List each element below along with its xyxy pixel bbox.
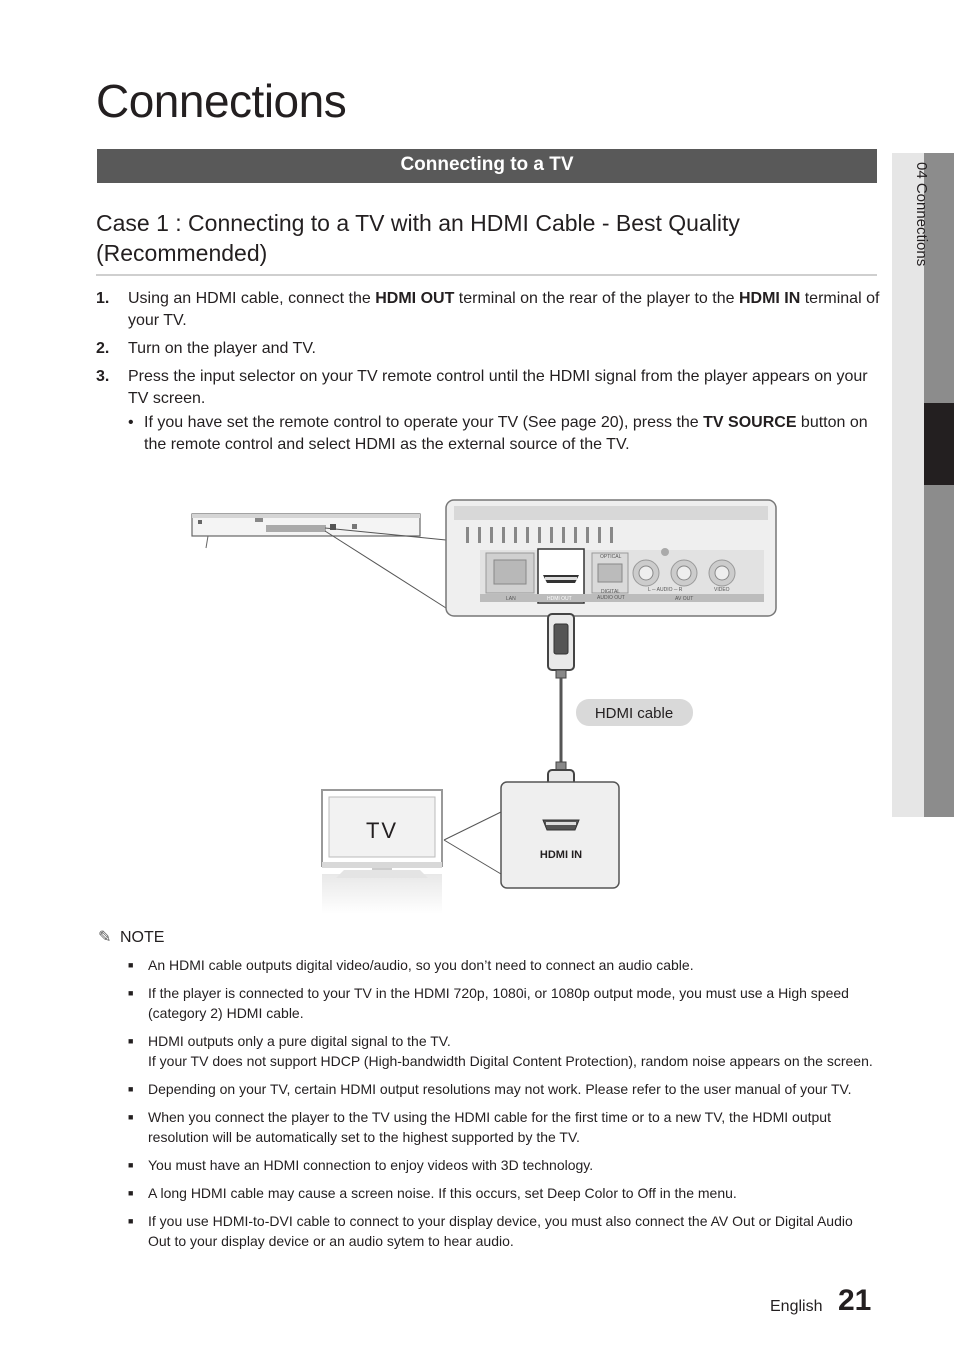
- note-item: ■ Depending on your TV, certain HDMI outp…: [128, 1079, 878, 1099]
- bullet-square: ■: [128, 1216, 134, 1226]
- step-text: Press the input selector on your TV remo…: [128, 368, 868, 407]
- note-label: NOTE: [120, 929, 165, 946]
- hdmi-cable-label: HDMI cable: [576, 699, 693, 726]
- note-line: You must have an HDMI connection to enjo…: [148, 1157, 594, 1173]
- note-item: ■ HDMI outputs only a pure digital signal…: [128, 1031, 878, 1071]
- hdmi-in-port-label: HDMI IN: [540, 849, 582, 861]
- note-text: If you use HDMI-to-DVI cable to connect …: [148, 1211, 878, 1251]
- rear-panel-zoom: [445, 499, 777, 617]
- bullet-dot: •: [128, 414, 134, 431]
- hdmi-plug-top: [547, 613, 575, 679]
- step-number: 3.: [96, 368, 110, 385]
- note-item: ■ An HDMI cable outputs digital video/aud…: [128, 955, 878, 975]
- note-text: HDMI outputs only a pure digital signal …: [148, 1031, 878, 1071]
- digital-audio-out-label: DIGITAL: [601, 589, 620, 595]
- bullet-square: ■: [128, 1112, 134, 1122]
- hdmi-in-term: HDMI IN: [738, 290, 801, 307]
- note-item: ■ You must have an HDMI connection to enj…: [128, 1155, 878, 1175]
- section-header: Connecting to a TV: [97, 149, 877, 183]
- audio-port-label: L ─ AUDIO ─ R: [648, 587, 683, 593]
- note-text: An HDMI cable outputs digital video/audi…: [148, 955, 878, 975]
- bullet-text-part: button on the remote control and select …: [144, 414, 868, 453]
- tv-screen-label: TV: [366, 818, 398, 843]
- step-text: Turn on the player and TV.: [128, 340, 316, 357]
- note-list: ■ An HDMI cable outputs digital video/aud…: [128, 955, 878, 1259]
- note-item: ■ A long HDMI cable may cause a screen no…: [128, 1183, 878, 1203]
- note-line: Depending on your TV, certain HDMI outpu…: [148, 1081, 852, 1097]
- hdmi-out-port-label: HDMI OUT: [547, 596, 572, 602]
- bullet-text: If you have set the remote control to op…: [144, 412, 886, 456]
- step-2: 2. Turn on the player and TV.: [96, 338, 886, 360]
- hdmi-cable-text: HDMI cable: [595, 705, 673, 722]
- note-text: A long HDMI cable may cause a screen noi…: [148, 1183, 878, 1203]
- bullet-square: ■: [128, 960, 134, 970]
- note-line: If your TV does not support HDCP (High-b…: [148, 1053, 873, 1069]
- side-tab-stripe: [924, 153, 954, 817]
- digital-audio-out-label: AUDIO OUT: [597, 595, 625, 601]
- note-text: Depending on your TV, certain HDMI outpu…: [148, 1079, 878, 1099]
- side-tab-label: 04 Connections: [913, 162, 930, 267]
- note-text: If the player is connected to your TV in…: [148, 983, 878, 1023]
- tv-source-term: TV SOURCE: [703, 414, 797, 431]
- note-line: If the player is connected to your TV in…: [148, 985, 849, 1021]
- note-line: An HDMI cable outputs digital video/audi…: [148, 957, 694, 973]
- tv-illustration: TV: [321, 789, 443, 914]
- note-line: A long HDMI cable may cause a screen noi…: [148, 1185, 737, 1201]
- steps-list: 1. Using an HDMI cable, connect the HDMI…: [96, 288, 886, 456]
- blu-ray-player: [191, 513, 421, 549]
- step-text: Using an HDMI cable, connect the HDMI OU…: [128, 288, 886, 332]
- step-text-part: terminal on the rear of the player to th…: [454, 290, 739, 307]
- optical-port-label: OPTICAL: [600, 554, 622, 560]
- note-item: ■ If you use HDMI-to-DVI cable to connect…: [128, 1211, 878, 1251]
- step-number: 1.: [96, 290, 110, 307]
- side-tab-active-marker: [924, 403, 954, 485]
- note-text: When you connect the player to the TV us…: [148, 1107, 878, 1147]
- video-port-label: VIDEO: [714, 587, 730, 593]
- step-text-part: Using an HDMI cable, connect the: [128, 290, 376, 307]
- hdmi-in-zoom: HDMI IN: [500, 781, 620, 889]
- step-3-bullet: • If you have set the remote control to …: [128, 412, 886, 456]
- bullet-text-part: If you have set the remote control to op…: [144, 414, 704, 431]
- bullet-square: ■: [128, 1036, 134, 1046]
- pencil-icon: ✎: [98, 929, 112, 946]
- step-1: 1. Using an HDMI cable, connect the HDMI…: [96, 288, 886, 332]
- step-3: 3. Press the input selector on your TV r…: [96, 366, 886, 410]
- connection-diagram: LAN HDMI OUT OPTICAL DIGITAL AUDIO OUT L…: [191, 499, 777, 914]
- note-text: You must have an HDMI connection to enjo…: [148, 1155, 878, 1175]
- av-out-label: AV OUT: [675, 596, 693, 602]
- step-text-part: terminal of your TV.: [128, 290, 880, 329]
- step-number: 2.: [96, 340, 110, 357]
- bullet-square: ■: [128, 1084, 134, 1094]
- hdmi-out-term: HDMI OUT: [375, 290, 455, 307]
- bullet-square: ■: [128, 988, 134, 998]
- note-line: If you use HDMI-to-DVI cable to connect …: [148, 1213, 853, 1249]
- note-line: HDMI outputs only a pure digital signal …: [148, 1033, 451, 1049]
- case-heading: Case 1 : Connecting to a TV with an HDMI…: [96, 210, 740, 266]
- note-line: When you connect the player to the TV us…: [148, 1109, 831, 1145]
- page-number: 21: [838, 1284, 872, 1317]
- bullet-square: ■: [128, 1160, 134, 1170]
- page-title: Connections: [96, 75, 347, 127]
- note-header: ✎ NOTE: [98, 927, 164, 947]
- footer-language: English: [770, 1298, 823, 1315]
- note-item: ■ When you connect the player to the TV u…: [128, 1107, 878, 1147]
- heading-rule: [96, 274, 877, 276]
- lan-port-label: LAN: [506, 596, 516, 602]
- note-item: ■ If the player is connected to your TV i…: [128, 983, 878, 1023]
- bullet-square: ■: [128, 1188, 134, 1198]
